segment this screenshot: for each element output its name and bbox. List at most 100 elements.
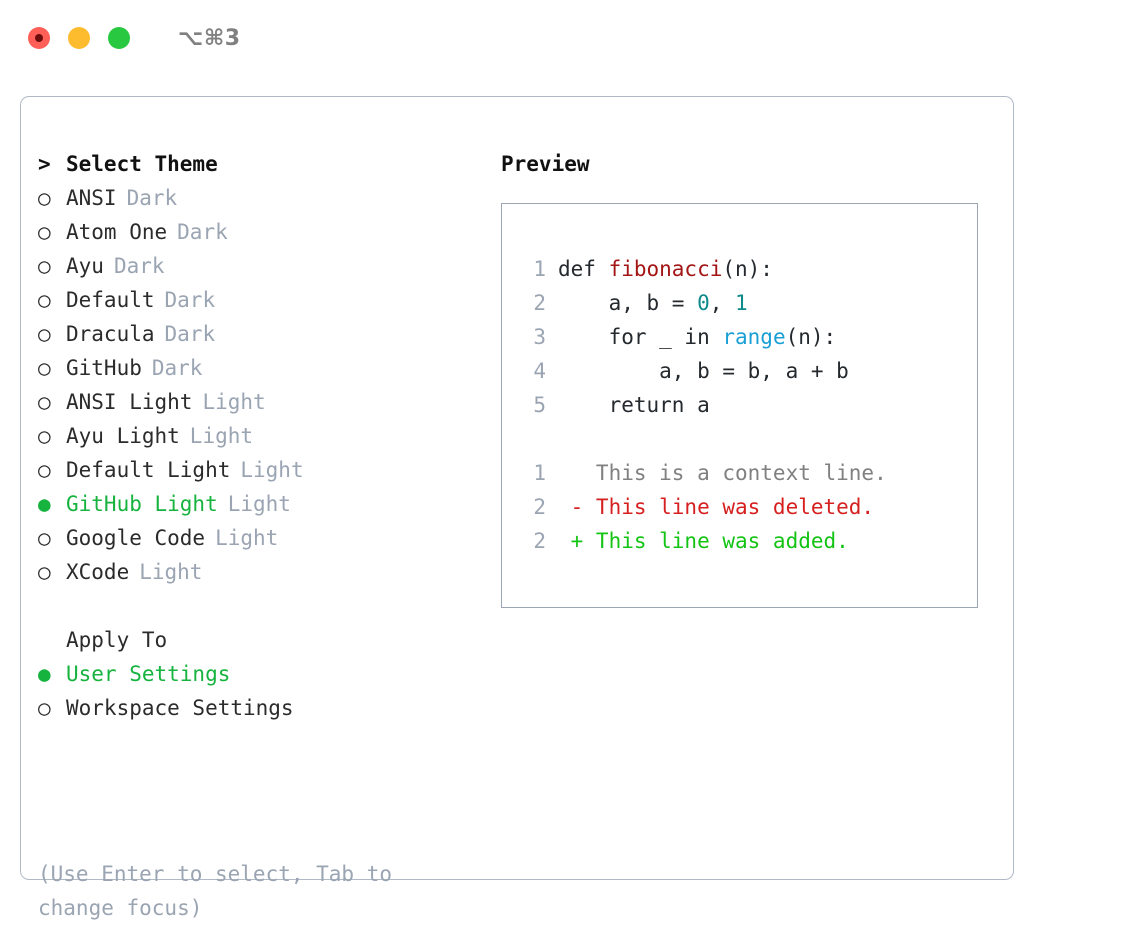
apply-to-list: ● User Settings ○ Workspace Settings xyxy=(38,657,498,725)
line-number: 1 xyxy=(533,257,546,281)
select-theme-title: Select Theme xyxy=(66,152,218,176)
apply-to-header: Apply To xyxy=(38,623,498,657)
line-number: 2 xyxy=(533,495,546,519)
diff-text: + This line was added. xyxy=(558,529,849,553)
radio-unselected-icon[interactable]: ○ xyxy=(38,560,51,584)
radio-selected-icon[interactable]: ● xyxy=(38,492,51,516)
line-number: 1 xyxy=(533,461,546,485)
diff-sample: 1 This is a context line.2 - This line w… xyxy=(502,456,977,558)
minimize-button-icon[interactable] xyxy=(68,27,90,49)
close-button-icon[interactable] xyxy=(28,27,50,49)
code-line: 2 a, b = 0, 1 xyxy=(502,286,977,320)
theme-mode-badge: Dark xyxy=(177,220,228,244)
diff-text: - This line was deleted. xyxy=(558,495,875,519)
radio-unselected-icon[interactable]: ○ xyxy=(38,458,51,482)
keyboard-hint-line-2: change focus) xyxy=(38,896,203,920)
code-token: (n): xyxy=(785,325,837,349)
diff-line: 2 + This line was added. xyxy=(502,524,977,558)
theme-name-label: ANSI xyxy=(66,186,117,210)
code-token: a, b = b, a + b xyxy=(558,359,849,383)
radio-selected-icon[interactable]: ● xyxy=(38,662,51,686)
radio-unselected-icon[interactable]: ○ xyxy=(38,424,51,448)
code-token: a, b = xyxy=(558,291,698,315)
theme-list-item[interactable]: ○ Dracula Dark xyxy=(38,317,498,351)
radio-unselected-icon[interactable]: ○ xyxy=(38,696,51,720)
section-spacer xyxy=(38,589,498,623)
code-line: 5 return a xyxy=(502,388,977,422)
code-token: def xyxy=(558,257,609,281)
theme-list-item[interactable]: ○ ANSI Light Light xyxy=(38,385,498,419)
apply-to-label: Workspace Settings xyxy=(66,696,294,720)
code-text: def fibonacci(n): xyxy=(558,252,773,286)
theme-mode-badge: Dark xyxy=(113,254,165,278)
maximize-button-icon[interactable] xyxy=(108,27,130,49)
select-theme-header: > Select Theme xyxy=(38,147,498,181)
radio-unselected-icon[interactable]: ○ xyxy=(38,288,51,312)
window-controls xyxy=(28,27,130,49)
theme-mode-badge: Dark xyxy=(164,322,216,346)
theme-name-label: Dracula xyxy=(66,322,155,346)
keyboard-hint-line-1: (Use Enter to select, Tab to xyxy=(38,862,393,886)
theme-list-item[interactable]: ○ Ayu Dark xyxy=(38,249,498,283)
code-token: return a xyxy=(558,393,710,417)
preview-title: Preview xyxy=(501,152,590,176)
radio-unselected-icon[interactable]: ○ xyxy=(38,526,51,550)
code-line: 3 for _ in range(n): xyxy=(502,320,977,354)
code-token: 0 xyxy=(697,291,710,315)
theme-mode-badge: Dark xyxy=(151,356,203,380)
theme-list-item[interactable]: ○ ANSI Dark xyxy=(38,181,498,215)
code-line: 1 def fibonacci(n): xyxy=(502,252,977,286)
theme-name-label: Ayu Light xyxy=(66,424,180,448)
theme-list-item[interactable]: ○ Default Light Light xyxy=(38,453,498,487)
theme-name-label: Default xyxy=(66,288,155,312)
code-text: a, b = 0, 1 xyxy=(558,286,748,320)
diff-line: 1 This is a context line. xyxy=(502,456,977,490)
theme-list-item[interactable]: ○ GitHub Dark xyxy=(38,351,498,385)
theme-mode-badge: Light xyxy=(202,390,266,414)
line-number: 5 xyxy=(533,393,546,417)
code-text: return a xyxy=(558,388,710,422)
theme-name-label: XCode xyxy=(66,560,130,584)
radio-unselected-icon[interactable]: ○ xyxy=(38,220,51,244)
keyboard-hint: (Use Enter to select, Tab to change focu… xyxy=(38,857,458,925)
code-token: , xyxy=(709,291,736,315)
diff-line: 2 - This line was deleted. xyxy=(502,490,977,524)
apply-to-item[interactable]: ○ Workspace Settings xyxy=(38,691,498,725)
line-number: 4 xyxy=(533,359,546,383)
apply-to-item[interactable]: ● User Settings xyxy=(38,657,498,691)
radio-unselected-icon[interactable]: ○ xyxy=(38,322,51,346)
theme-list-item[interactable]: ○ Google Code Light xyxy=(38,521,498,555)
theme-list-item[interactable]: ○ XCode Light xyxy=(38,555,498,589)
radio-unselected-icon[interactable]: ○ xyxy=(38,356,51,380)
code-token: range xyxy=(722,325,786,349)
diff-spacer xyxy=(502,422,977,456)
theme-mode-badge: Dark xyxy=(126,186,178,210)
theme-name-label: GitHub xyxy=(66,356,142,380)
theme-mode-badge: Light xyxy=(240,458,304,482)
radio-unselected-icon[interactable]: ○ xyxy=(38,254,51,278)
code-token: 1 xyxy=(735,291,748,315)
theme-mode-badge: Light xyxy=(139,560,203,584)
theme-name-label: Ayu xyxy=(66,254,104,278)
theme-name-label: ANSI Light xyxy=(66,390,193,414)
theme-name-label: GitHub Light xyxy=(66,492,218,516)
apply-to-label: User Settings xyxy=(66,662,231,686)
radio-unselected-icon[interactable]: ○ xyxy=(38,390,51,414)
radio-unselected-icon[interactable]: ○ xyxy=(38,186,51,210)
line-number: 2 xyxy=(533,291,546,315)
code-text: a, b = b, a + b xyxy=(558,354,849,388)
keyboard-shortcut-label: ⌥⌘3 xyxy=(178,25,241,51)
theme-name-label: Default Light xyxy=(66,458,231,482)
theme-mode-badge: Light xyxy=(215,526,279,550)
theme-name-label: Google Code xyxy=(66,526,206,550)
